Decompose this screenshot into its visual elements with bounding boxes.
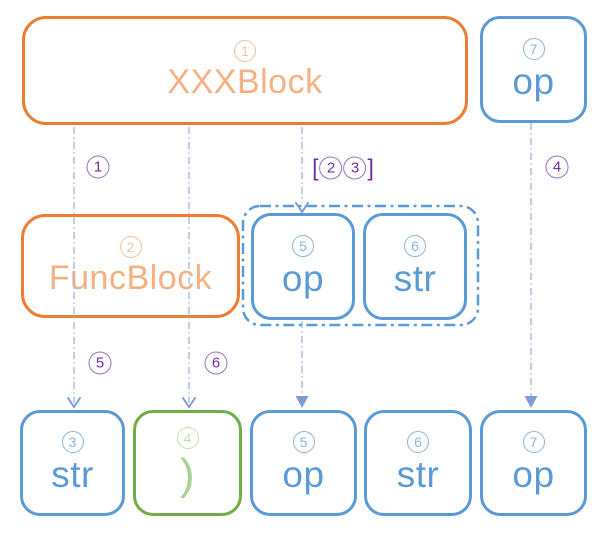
circled-number: 1 <box>86 155 110 179</box>
box-op-7-top: 7 op <box>480 16 587 123</box>
circled-number-badge: 7 <box>522 431 545 454</box>
edge-label-4: 4 <box>545 155 569 179</box>
edge-label-1: 1 <box>86 155 110 179</box>
box-label: op <box>512 454 555 496</box>
box-op-5-middle: 5 op <box>251 213 355 320</box>
circled-number: 6 <box>204 351 228 375</box>
box-str-3-bottom: 3 str <box>20 410 125 516</box>
box-label: str <box>396 454 440 496</box>
box-label: XXXBlock <box>167 63 323 102</box>
open-bracket: [ <box>312 154 319 181</box>
edge-3a-arrowhead <box>295 202 309 214</box>
circled-number-badge: 6 <box>407 431 429 454</box>
box-op-7-bottom: 7 op <box>480 410 587 516</box>
edge-1-arrowhead <box>67 397 81 409</box>
box-xxxblock: 1 XXXBlock <box>22 16 468 125</box>
edge-4-arrowhead <box>524 396 538 408</box>
circled-number-badge: 5 <box>292 431 315 454</box>
circled-number: 3 <box>343 156 367 180</box>
box-label: op <box>512 60 555 102</box>
circled-number-badge: 6 <box>404 234 426 257</box>
circled-number-badge: 4 <box>176 427 199 450</box>
circled-number: 5 <box>88 351 112 375</box>
box-label: op <box>281 257 325 299</box>
box-str-6-middle: 6 str <box>363 213 467 320</box>
box-op-5-bottom: 5 op <box>250 410 357 516</box>
circled-number-badge: 1 <box>234 40 256 63</box>
box-label: FuncBlock <box>48 258 213 297</box>
box-label: str <box>51 454 94 496</box>
box-label: str <box>393 257 437 299</box>
circled-number-badge: 2 <box>119 235 142 258</box>
box-funcblock: 2 FuncBlock <box>21 214 240 318</box>
circled-number: 4 <box>545 155 569 179</box>
edge-label-2-3: [ 2 3 ] <box>312 154 374 181</box>
edge-label-6: 6 <box>204 351 228 375</box>
box-str-6-bottom: 6 str <box>364 410 472 516</box>
circled-number-badge: 5 <box>292 234 314 257</box>
circled-number-badge: 7 <box>522 37 545 60</box>
circled-number-badge: 3 <box>61 431 84 454</box>
edge-2-arrowhead <box>182 397 196 409</box>
edge-label-5: 5 <box>88 351 112 375</box>
box-paren-4-bottom: 4 ) <box>133 410 242 516</box>
box-label: ) <box>179 450 196 500</box>
circled-number: 2 <box>319 156 343 180</box>
box-label: op <box>282 454 325 496</box>
close-bracket: ] <box>367 154 374 181</box>
edge-3b-arrowhead <box>295 396 309 408</box>
